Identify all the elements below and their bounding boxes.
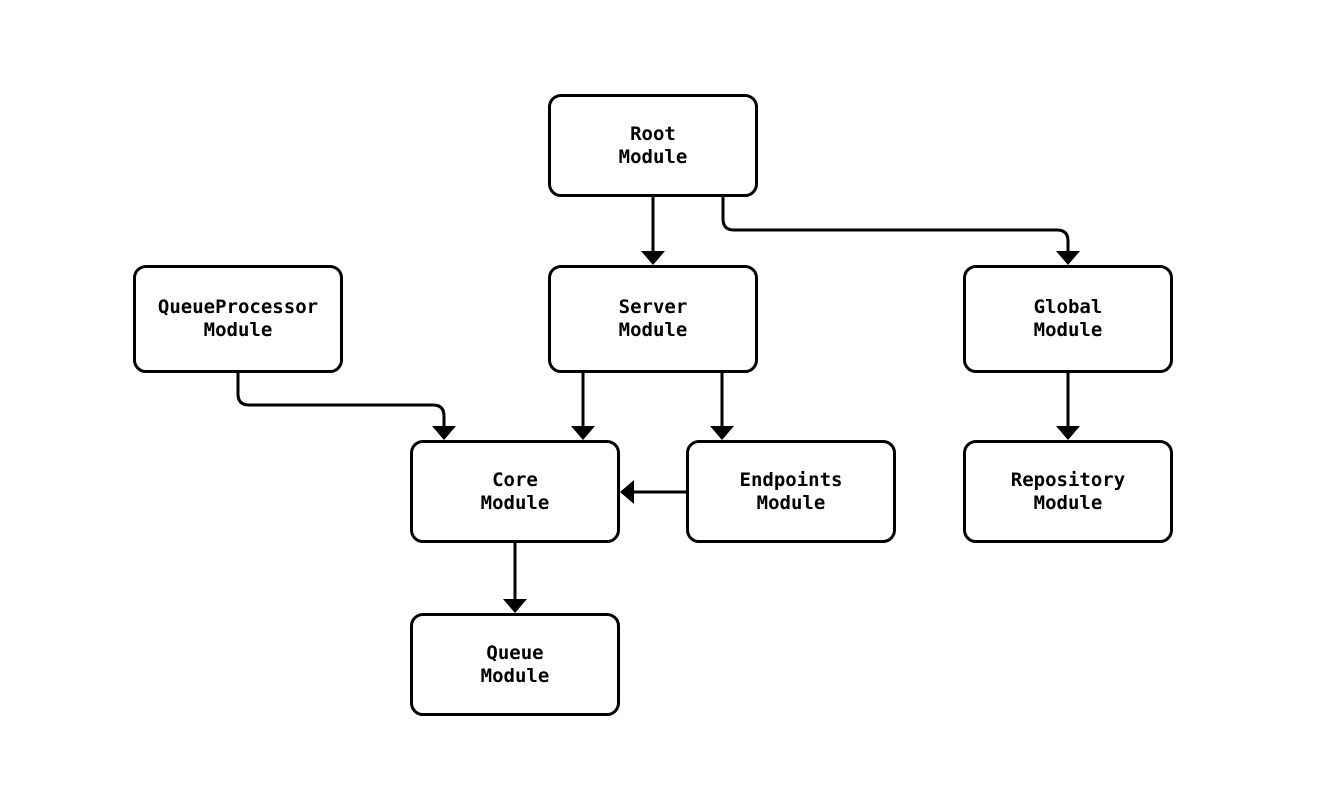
node-server-module-kind: Module [618, 319, 688, 341]
node-root-module[interactable]: Root Module [548, 94, 758, 197]
node-queue-module-kind: Module [480, 664, 550, 687]
edge-queueprocessor-core [236, 373, 446, 427]
node-queueprocessor-module-kind: Module [203, 319, 273, 341]
node-queueprocessor-module[interactable]: QueueProcessor Module [133, 265, 343, 373]
node-core-module[interactable]: Core Module [410, 440, 620, 543]
node-core-module-name: Core [492, 468, 538, 491]
arrowhead-global-repository [1056, 426, 1080, 440]
node-endpoints-module-kind: Module [756, 491, 826, 514]
arrowhead-endpoints-core [620, 480, 634, 504]
node-server-module[interactable]: Server Module [548, 265, 758, 373]
node-root-module-name: Root [630, 122, 676, 145]
node-queueprocessor-module-name: QueueProcessor [157, 296, 319, 318]
arrowhead-core-queue [503, 599, 527, 613]
edge-root-global [721, 197, 1070, 252]
node-global-module[interactable]: Global Module [963, 265, 1173, 373]
node-queue-module[interactable]: Queue Module [410, 613, 620, 716]
node-root-module-kind: Module [618, 145, 688, 168]
node-server-module-name: Server [618, 296, 688, 318]
node-core-module-kind: Module [480, 491, 550, 514]
node-global-module-kind: Module [1033, 319, 1103, 341]
arrowhead-root-global [1056, 251, 1080, 265]
node-repository-module-kind: Module [1033, 491, 1103, 514]
arrowhead-queueprocessor-core [432, 426, 456, 440]
arrowhead-root-server [641, 251, 665, 265]
node-queue-module-name: Queue [486, 641, 544, 664]
arrowhead-server-endpoints [710, 426, 734, 440]
node-repository-module[interactable]: Repository Module [963, 440, 1173, 543]
node-endpoints-module[interactable]: Endpoints Module [686, 440, 896, 543]
node-global-module-name: Global [1033, 296, 1103, 318]
node-endpoints-module-name: Endpoints [739, 468, 843, 491]
node-repository-module-name: Repository [1010, 468, 1126, 491]
arrowhead-server-core [571, 426, 595, 440]
